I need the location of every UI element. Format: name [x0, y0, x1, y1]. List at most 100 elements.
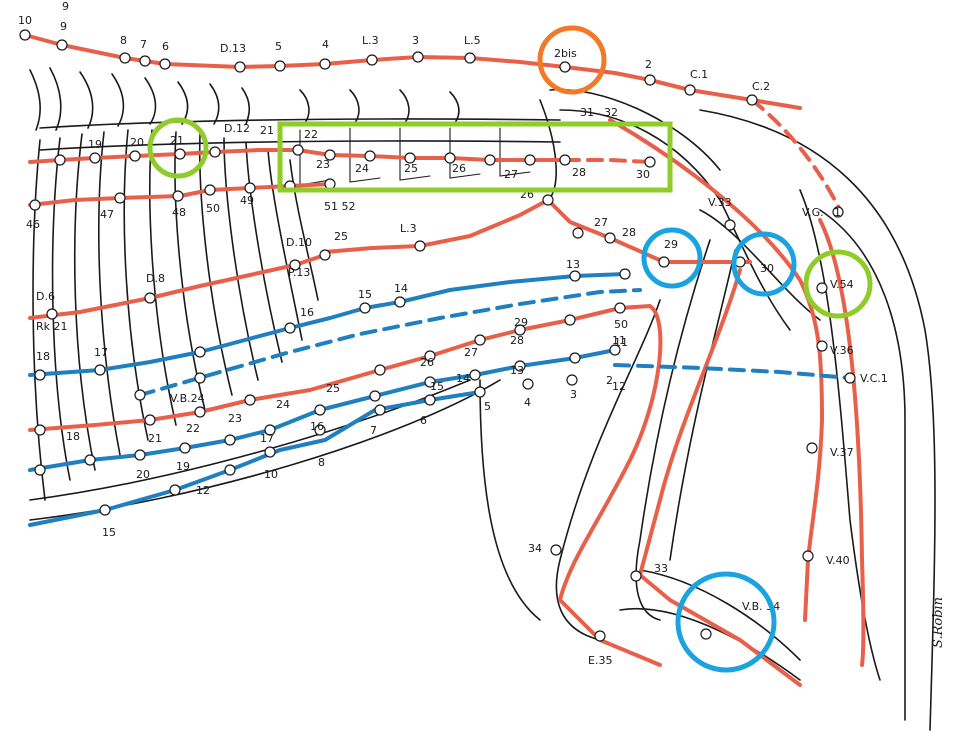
highlight-gv-2bis: [537, 25, 607, 95]
label-bl-46: 46: [26, 218, 40, 231]
acupoint-marker: [144, 414, 156, 426]
acupoint-marker: [424, 394, 436, 406]
label-st10: 10: [264, 468, 278, 481]
acupoint-marker: [34, 369, 46, 381]
label-leg-e35: E.35: [588, 654, 612, 667]
label-sp23: 23: [228, 412, 242, 425]
acupoint-marker: [366, 54, 378, 66]
label-sp28: 28: [510, 334, 524, 347]
acupoint-marker: [292, 144, 304, 156]
highlight-bl-29: [641, 227, 703, 289]
label-st19: 19: [176, 460, 190, 473]
meridian-kidney-3: [28, 390, 482, 527]
acupoint-marker: [802, 550, 814, 562]
label-bl-25: 25: [404, 162, 418, 175]
label-st17: 17: [260, 432, 274, 445]
acupoint-marker: [700, 628, 712, 640]
acupoint-marker: [359, 302, 371, 314]
label-sp24: 24: [276, 398, 290, 411]
meridian-kidney-1-dashed: [138, 288, 642, 397]
labels-bl-outer: 46 47 48 50 49 51 52 L.3 25 26 27 28 29 …: [26, 188, 888, 567]
acupoint-marker: [414, 240, 426, 252]
label-gv-5: 5: [275, 40, 282, 53]
label-sp50: 50: [614, 318, 628, 331]
label-bl-28: 28: [572, 166, 586, 179]
label-sp27: 27: [464, 346, 478, 359]
label-st4: 4: [524, 396, 531, 409]
label-bl-20: 20: [130, 136, 144, 149]
highlight-vb34: [675, 571, 777, 673]
label-k13: 13: [566, 258, 580, 271]
label-bl-29: 29: [664, 238, 678, 251]
acupoint-marker: [284, 322, 296, 334]
acupoint-marker: [169, 484, 181, 496]
acupoint-marker: [474, 334, 486, 346]
acupoint-marker: [114, 192, 126, 204]
acupoint-marker: [324, 149, 336, 161]
acupoint-marker: [264, 424, 276, 436]
label-k16: 16: [300, 306, 314, 319]
label-sp29: 29: [514, 316, 528, 329]
meridian-bl-thigh: [608, 118, 824, 622]
label-k18: 18: [36, 350, 50, 363]
acupoint-marker: [56, 39, 68, 51]
label-st12: 12: [196, 484, 210, 497]
acupoint-marker: [658, 256, 670, 268]
acupoint-marker: [816, 340, 828, 352]
acupoint-marker: [264, 446, 276, 458]
label-gv-6: 6: [162, 40, 169, 53]
meridian-bl-hind: [323, 198, 752, 264]
label-gv-8: 8: [120, 34, 127, 47]
label-st3: 3: [570, 388, 577, 401]
label-bl-51-52: 51 52: [324, 200, 356, 213]
label-bl-31: 31: [580, 106, 594, 119]
label-bl-v33: V.33: [708, 196, 732, 209]
label-sp26: 26: [420, 356, 434, 369]
label-bl-22: 22: [304, 128, 318, 141]
acupoint-marker: [484, 154, 496, 166]
label-st6: 6: [420, 414, 427, 427]
label-gv-2: 2: [645, 58, 652, 71]
label-st9: 9: [62, 0, 69, 13]
acupoint-marker: [84, 454, 96, 466]
acupoint-marker: [224, 434, 236, 446]
label-bl-21b: 21: [260, 124, 274, 137]
acupoint-marker: [724, 219, 736, 231]
acupoint-marker: [244, 182, 256, 194]
label-bl-30b: 30: [760, 262, 774, 275]
acupoint-marker: [364, 150, 376, 162]
acupoint-marker: [644, 156, 656, 168]
acupoint-marker: [224, 464, 236, 476]
acupoint-marker: [594, 630, 606, 642]
acupoint-marker: [572, 227, 584, 239]
label-bl-l3: L.3: [400, 222, 417, 235]
acupoint-marker: [444, 152, 456, 164]
acupoint-marker: [604, 232, 616, 244]
acupoint-marker: [412, 51, 424, 63]
highlight-v54: [803, 249, 873, 319]
label-leg-34: 34: [528, 542, 542, 555]
label-st7: 7: [370, 424, 377, 437]
label-bl-21a: 21: [170, 134, 184, 147]
acupoint-marker: [194, 406, 206, 418]
acupoints: [19, 29, 856, 642]
acupoint-marker: [464, 52, 476, 64]
label-gv-c1: C.1: [690, 68, 708, 81]
acupoint-marker: [319, 249, 331, 261]
acupoint-marker: [204, 184, 216, 196]
acupoint-marker: [274, 60, 286, 72]
label-bl-30: 30: [636, 168, 650, 181]
label-gv-9: 9: [60, 20, 67, 33]
label-k15: 15: [358, 288, 372, 301]
acupoint-marker: [566, 374, 578, 386]
acupoint-marker: [469, 369, 481, 381]
acupoint-marker: [559, 61, 571, 73]
label-d8: D.8: [146, 272, 165, 285]
label-bl-32: 32: [604, 106, 618, 119]
acupoint-marker: [522, 378, 534, 390]
acupoint-marker: [806, 442, 818, 454]
label-bl-v37: V.37: [830, 446, 854, 459]
artist-signature: S.Robin: [931, 597, 946, 648]
